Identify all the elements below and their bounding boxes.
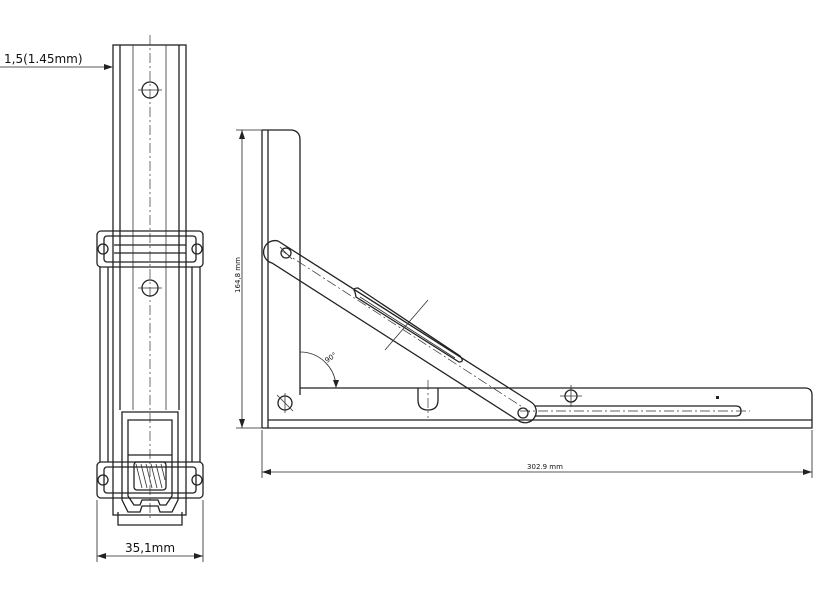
front-outer-rail — [112, 44, 187, 516]
side-view: 90° 164,8 mm 302.9 mm — [234, 129, 813, 478]
brace-bottom-pin — [517, 407, 529, 419]
thickness-label: 1,5(1.45mm) — [4, 52, 83, 66]
angle-label: 90° — [324, 351, 339, 365]
horizontal-arm-outline — [262, 387, 813, 429]
width-label: 35,1mm — [125, 541, 175, 555]
height-label: 164,8 mm — [234, 257, 242, 293]
arm-notch — [417, 388, 439, 411]
length-label: 302.9 mm — [527, 463, 563, 471]
diagonal-brace — [263, 239, 537, 424]
brace-top-pin — [280, 247, 292, 259]
front-upper-pivot — [96, 230, 204, 268]
vertical-plate-outline — [262, 129, 301, 395]
spring-lock-housing — [117, 411, 183, 526]
front-view: 1,5(1.45mm) 35,1mm — [0, 35, 204, 562]
spring-coil — [133, 461, 167, 491]
